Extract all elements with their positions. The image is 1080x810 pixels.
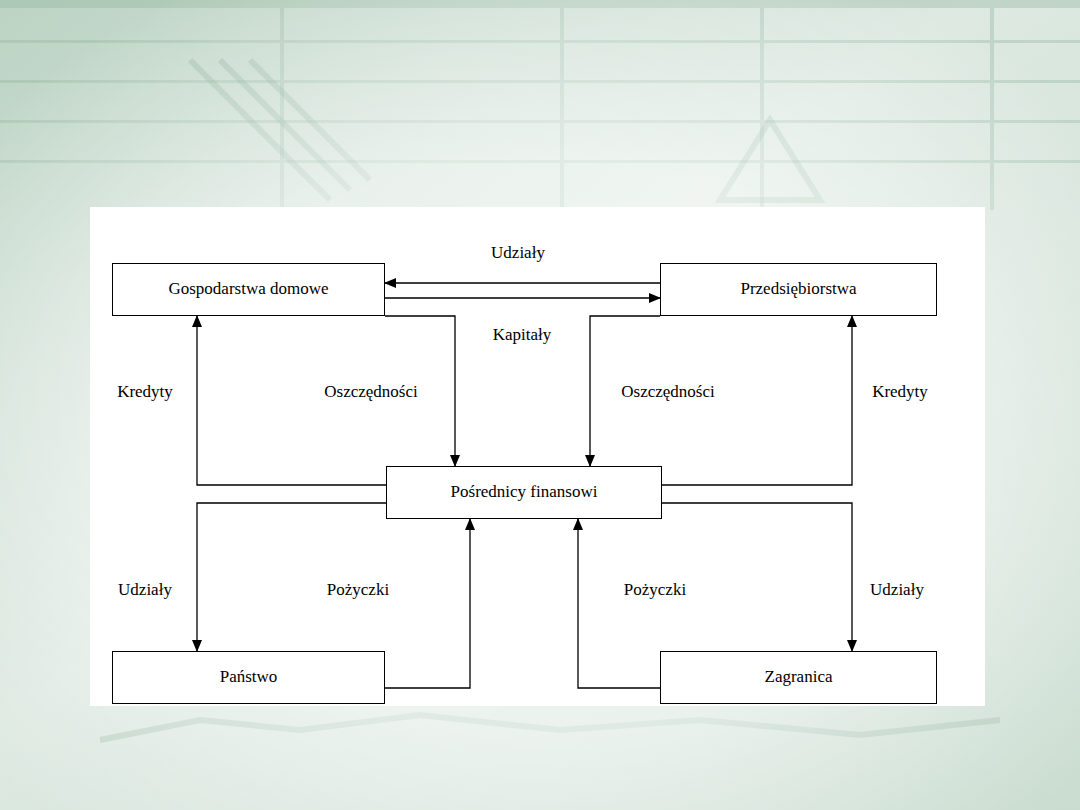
process-box: Przedsiębiorstwa xyxy=(660,263,937,316)
flow-label-holder: Oszczędności xyxy=(619,382,716,402)
flow-label-holder: Kapitały xyxy=(491,325,554,345)
flow-arrow xyxy=(385,519,470,688)
process-box: Gospodarstwa domowe xyxy=(112,263,385,316)
flow-label: Kapitały xyxy=(491,325,554,344)
flow-label-holder: Pożyczki xyxy=(622,580,688,600)
flow-label-holder: Oszczędności xyxy=(322,382,419,402)
box-label: Pośrednicy finansowi xyxy=(451,482,598,502)
flow-label: Oszczędności xyxy=(619,382,716,401)
flow-label: Udziały xyxy=(116,580,174,599)
flow-label-holder: Pożyczki xyxy=(325,580,391,600)
flow-label: Oszczędności xyxy=(322,382,419,401)
flow-arrow xyxy=(385,282,660,283)
flow-label: Udziały xyxy=(868,580,926,599)
process-box: Pośrednicy finansowi xyxy=(386,466,662,519)
box-label: Przedsiębiorstwa xyxy=(740,279,856,299)
box-label: Państwo xyxy=(220,667,278,687)
flow-arrow xyxy=(197,503,386,651)
flow-label: Kredyty xyxy=(115,382,175,401)
flow-label: Udziały xyxy=(489,243,547,262)
process-box: Państwo xyxy=(112,651,385,704)
flow-arrow xyxy=(385,297,660,298)
flow-label: Pożyczki xyxy=(325,580,391,599)
flow-arrow xyxy=(662,503,852,651)
flow-label-holder: Udziały xyxy=(116,580,174,600)
box-label: Gospodarstwa domowe xyxy=(168,279,328,299)
flow-label-holder: Kredyty xyxy=(870,382,930,402)
flow-label-holder: Udziały xyxy=(868,580,926,600)
flow-label-holder: Udziały xyxy=(489,243,547,263)
flow-label-holder: Kredyty xyxy=(115,382,175,402)
flow-label: Kredyty xyxy=(870,382,930,401)
diagram-panel xyxy=(90,207,985,706)
box-label: Zagranica xyxy=(765,667,833,687)
process-box: Zagranica xyxy=(660,651,937,704)
flow-label: Pożyczki xyxy=(622,580,688,599)
flow-arrow xyxy=(578,519,660,688)
